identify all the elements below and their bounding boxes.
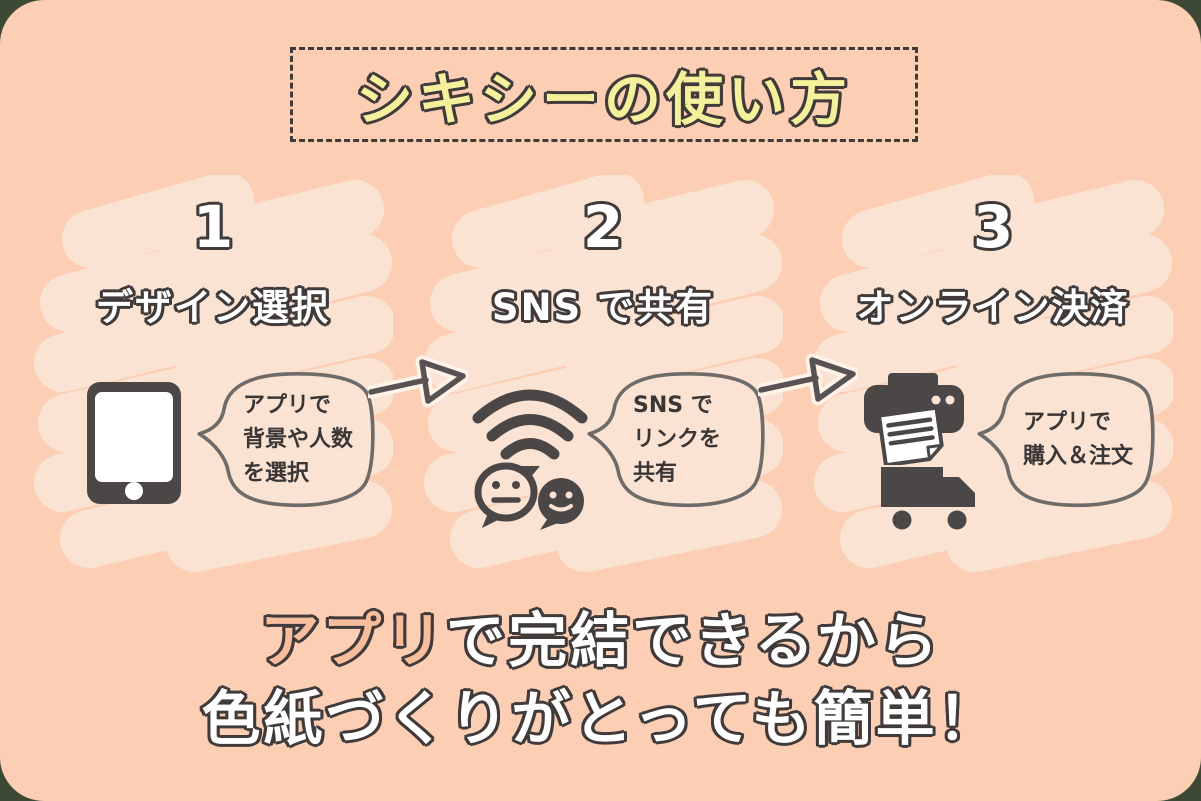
speech-bubble-text: アプリで 背景や人数 を選択 <box>243 392 354 487</box>
step-card-sns-share: 2 SNS で共有 SNS で リンクを 共有 <box>423 175 783 590</box>
step-label: デザイン選択 <box>96 286 330 329</box>
step-number: 2 <box>582 193 624 261</box>
speech-bubble-shape <box>977 372 1155 508</box>
smartphone-icon <box>87 382 181 504</box>
step-label: オンライン決済 <box>856 286 1130 329</box>
title-dashed-box: シキシーの使い方 <box>290 47 918 142</box>
printer-icon <box>864 373 964 465</box>
speech-bubble-text: アプリで 購入＆注文 <box>1023 409 1134 469</box>
page-title: シキシーの使い方 <box>356 66 852 133</box>
step-card-online-payment: 3 オンライン決済 アプリで 購入＆注文 <box>813 175 1173 590</box>
speech-bubble: SNS で リンクを 共有 <box>581 367 777 513</box>
step-number: 1 <box>192 193 234 261</box>
step-label: SNS で共有 <box>491 286 715 329</box>
footer-line1: アプリで完結できるから <box>0 602 1201 680</box>
speech-bubble-shape <box>587 372 765 508</box>
speech-bubble: アプリで 背景や人数 を選択 <box>191 367 387 513</box>
truck-icon <box>881 467 975 530</box>
speech-bubble-text: SNS で リンクを 共有 <box>633 392 722 487</box>
step-number: 3 <box>972 193 1014 261</box>
speech-bubble: アプリで 購入＆注文 <box>971 367 1167 513</box>
arrow-right-icon <box>368 355 468 408</box>
step-card-design-select: 1 デザイン選択 アプリで 背景や人数 を選択 <box>33 175 393 590</box>
wifi-chat-icon <box>472 389 588 530</box>
footer-line1-rest: で完結できるから <box>446 606 941 675</box>
speech-bubble-shape <box>197 372 375 508</box>
footer-line2: 色紙づくりがとっても簡単！ <box>201 684 1000 753</box>
arrow-right-icon <box>758 353 858 406</box>
footer-tagline: アプリで完結できるから 色紙づくりがとっても簡単！ <box>0 602 1201 758</box>
footer-line1-highlight: アプリ <box>260 606 447 675</box>
